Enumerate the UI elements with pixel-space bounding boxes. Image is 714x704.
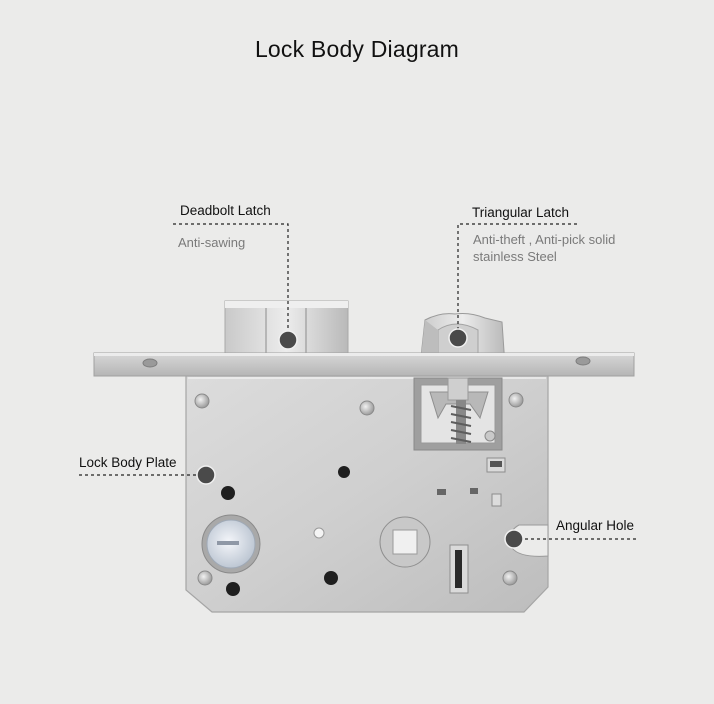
faceplate-slot-right bbox=[575, 356, 591, 366]
triangular-latch-label: Triangular Latch bbox=[472, 205, 570, 220]
faceplate-slot-left bbox=[142, 358, 158, 368]
marker-angular bbox=[504, 529, 524, 549]
leader-triangular bbox=[457, 223, 577, 338]
marker-deadbolt bbox=[278, 330, 298, 350]
screw-bottom-right bbox=[502, 570, 518, 586]
angular-hole-label: Angular Hole bbox=[556, 518, 635, 533]
triangular-latch-description-line2: stainless Steel bbox=[473, 249, 557, 264]
marker-plate bbox=[196, 465, 216, 485]
screw-top-right bbox=[508, 392, 524, 408]
cylinder-hole bbox=[201, 514, 261, 574]
marker-triangular bbox=[448, 328, 468, 348]
screw-bottom-left bbox=[197, 570, 213, 586]
triangular-latch-description-line1: Anti-theft , Anti-pick solid bbox=[473, 232, 616, 247]
spindle-hub bbox=[379, 516, 431, 568]
screw-top-left bbox=[194, 393, 210, 409]
deadbolt-latch-description: Anti-sawing bbox=[178, 235, 246, 250]
deadbolt-latch-label: Deadbolt Latch bbox=[180, 203, 271, 218]
latch-spring bbox=[450, 400, 472, 444]
marker-dots bbox=[196, 328, 524, 549]
lock-case-plate bbox=[185, 375, 549, 613]
leader-deadbolt bbox=[173, 223, 289, 340]
screw-top-mid bbox=[359, 400, 375, 416]
lock-body-plate-label: Lock Body Plate bbox=[79, 455, 177, 470]
page-title: Lock Body Diagram bbox=[254, 36, 460, 62]
faceplate bbox=[93, 352, 635, 377]
leader-lines bbox=[79, 223, 636, 540]
